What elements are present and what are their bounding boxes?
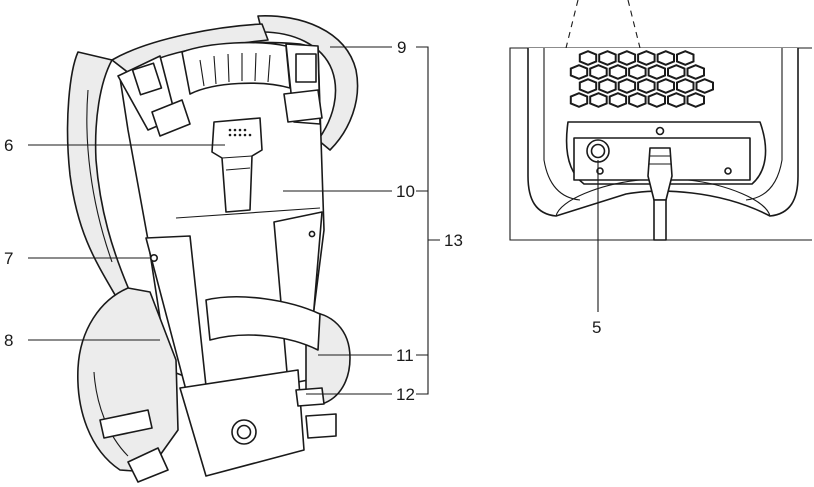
vent-cell	[589, 92, 608, 108]
cable	[653, 199, 667, 241]
air-valve-core	[236, 424, 252, 440]
right-strap-buckle	[283, 89, 323, 123]
left-leader-lines	[28, 144, 225, 341]
vent-cell	[686, 64, 705, 80]
vent-cell	[676, 50, 695, 66]
left-strap-buckle	[151, 99, 191, 137]
vent-cell	[608, 64, 628, 80]
honeycomb-vent	[569, 50, 714, 108]
vent-cell	[647, 64, 666, 80]
vent-cell	[598, 50, 617, 66]
right-leader-lines	[283, 46, 440, 395]
vent-cell	[617, 78, 637, 94]
vent-cell	[656, 50, 675, 66]
hip-belt-inner	[205, 296, 321, 351]
belt-buckle-right	[305, 413, 337, 439]
vent-cell	[578, 78, 598, 94]
callout-7: 7	[4, 249, 13, 268]
belt-buckle-left	[127, 447, 169, 483]
clip-detail	[221, 155, 253, 171]
callout-12: 12	[396, 385, 415, 404]
vent-cell	[637, 78, 656, 94]
vent-cell	[628, 64, 647, 80]
vent-cell	[628, 92, 647, 108]
right-strap-patch	[295, 53, 317, 83]
buckle-12	[295, 387, 325, 407]
vent-cell	[569, 92, 589, 108]
belt-clip	[211, 117, 263, 213]
vent-cell	[589, 64, 608, 80]
belt-strap-left	[99, 409, 153, 439]
clip-grip-dots	[228, 128, 252, 137]
vent-cell	[667, 92, 686, 108]
bracket-13	[416, 46, 440, 395]
vent-cell	[578, 50, 598, 66]
mid-panel-line	[175, 207, 321, 219]
panel-screw-top	[655, 126, 665, 136]
vent-cell	[569, 64, 589, 80]
vent-cell	[608, 92, 628, 108]
harness-drawing	[66, 15, 359, 483]
vent-cell	[637, 50, 656, 66]
callout-10: 10	[396, 182, 415, 201]
callout-9: 9	[397, 38, 406, 57]
base-curve	[555, 179, 771, 217]
callout-11: 11	[396, 346, 414, 365]
vent-cell	[617, 50, 637, 66]
port-5-inner	[590, 143, 606, 159]
handle-ribs	[199, 52, 271, 87]
callout-5: 5	[592, 318, 601, 337]
detail-inset	[509, 0, 812, 312]
vent-cell	[598, 78, 617, 94]
connector-ridges	[649, 155, 671, 165]
side-screw-right	[308, 230, 316, 238]
vent-cell	[686, 92, 705, 108]
callout-8: 8	[4, 331, 13, 350]
zoom-line-right	[627, 0, 641, 49]
vent-cell	[695, 78, 714, 94]
panel-screw-right	[724, 167, 732, 175]
callout-13: 13	[444, 231, 463, 250]
vent-cell	[667, 64, 686, 80]
left-back-pad	[66, 51, 131, 301]
zoom-line-left	[565, 0, 579, 49]
callout-6: 6	[4, 136, 13, 155]
left-pad-seam	[86, 89, 113, 263]
vent-cell	[647, 92, 666, 108]
side-screw	[150, 254, 159, 263]
left-strap-patch	[131, 62, 163, 96]
vent-cell	[676, 78, 695, 94]
vent-cell	[656, 78, 675, 94]
